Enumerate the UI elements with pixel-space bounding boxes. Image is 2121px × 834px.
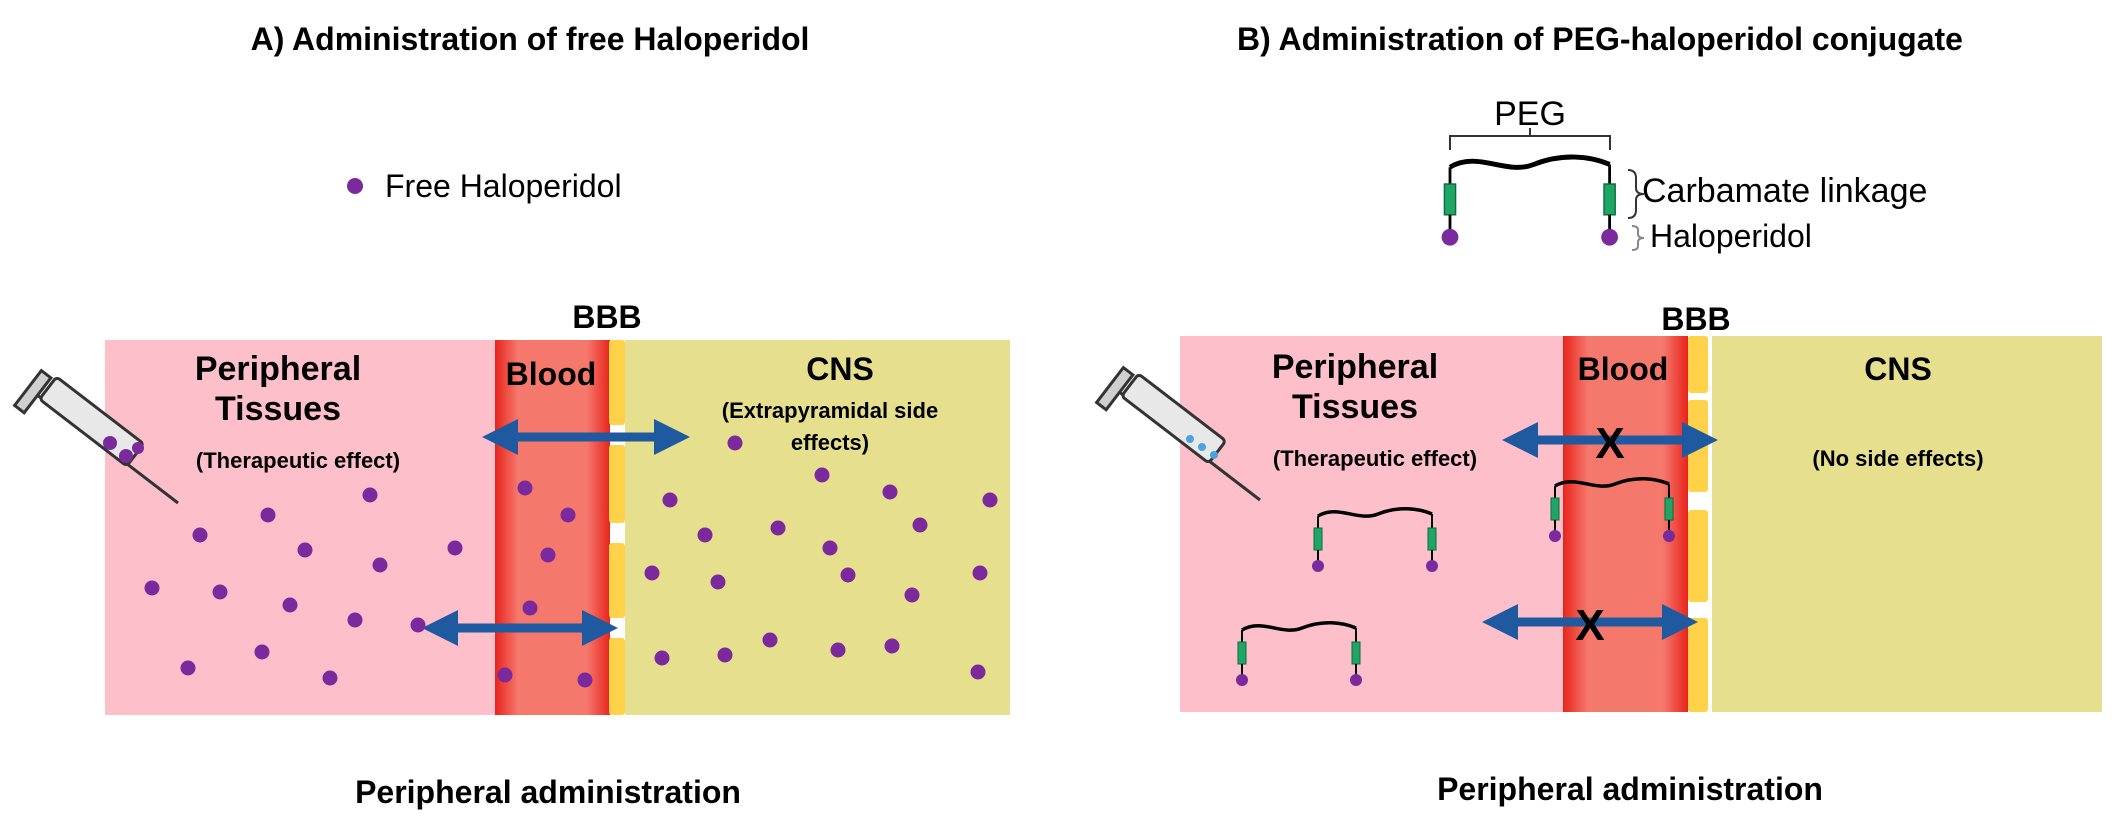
haloperidol-molecule	[727, 435, 743, 451]
haloperidol-molecule	[447, 540, 463, 556]
haloperidol-molecule	[972, 565, 988, 581]
peg-label: PEG	[1494, 95, 1566, 133]
haloperidol-molecule	[904, 587, 920, 603]
blood-region-a	[495, 340, 610, 715]
haloperidol-label: Haloperidol	[1650, 218, 1812, 254]
peg-conjugate-legend: PEG Carbamate linkage Haloperidol	[1442, 95, 1927, 254]
haloperidol-molecule	[654, 650, 670, 666]
haloperidol-molecule	[522, 600, 538, 616]
caption-a: Peripheral administration	[355, 774, 741, 810]
peg-bracket	[1449, 128, 1611, 150]
haloperidol-molecule	[180, 660, 196, 676]
bbb-cell	[1688, 400, 1708, 492]
haloperidol-molecule	[982, 492, 998, 508]
haloperidol-molecule	[497, 667, 513, 683]
haloperidol-brace	[1631, 225, 1645, 251]
bbb-cells-a	[609, 340, 625, 715]
haloperidol-molecule	[912, 517, 928, 533]
peripheral-label-a: Peripheral	[195, 350, 361, 388]
panel-b: B) Administration of PEG-haloperidol con…	[1095, 21, 2102, 807]
haloperidol-molecule	[710, 574, 726, 590]
cns-effect-label-a-line1: (Extrapyramidal side	[722, 398, 938, 423]
haloperidol-molecule	[260, 507, 276, 523]
blocked-mark-top: X	[1595, 419, 1624, 468]
haloperidol-molecule	[822, 540, 838, 556]
bbb-cell	[609, 543, 625, 618]
panel-b-title: B) Administration of PEG-haloperidol con…	[1237, 21, 1963, 57]
haloperidol-dots-a	[144, 435, 998, 688]
haloperidol-molecule	[560, 507, 576, 523]
haloperidol-molecule	[297, 542, 313, 558]
blood-label-a: Blood	[506, 356, 597, 392]
carbamate-label: Carbamate linkage	[1642, 172, 1927, 210]
bbb-cell	[1688, 618, 1708, 712]
haloperidol-molecule	[322, 670, 338, 686]
haloperidol-molecule	[517, 480, 533, 496]
cns-label-b: CNS	[1864, 351, 1932, 387]
haloperidol-molecule	[282, 597, 298, 613]
bbb-label-a: BBB	[572, 299, 641, 335]
bbb-cells-b	[1688, 336, 1708, 712]
haloperidol-molecule	[410, 617, 426, 633]
haloperidol-molecule	[662, 492, 678, 508]
haloperidol-molecule	[577, 672, 593, 688]
haloperidol-molecule	[212, 584, 228, 600]
haloperidol-molecule	[830, 642, 846, 658]
tissues-label-a: Tissues	[215, 390, 341, 428]
haloperidol-molecule	[884, 638, 900, 654]
blocked-mark-bottom: X	[1575, 601, 1604, 650]
cns-region-a	[625, 340, 1010, 715]
haloperidol-molecule	[144, 580, 160, 596]
panel-a-title: A) Administration of free Haloperidol	[251, 21, 810, 57]
haloperidol-molecule	[362, 487, 378, 503]
legend-free-haloperidol: Free Haloperidol	[385, 168, 622, 204]
blood-region-b	[1563, 336, 1688, 712]
haloperidol-molecule	[540, 547, 556, 563]
caption-b: Peripheral administration	[1437, 771, 1823, 807]
therapeutic-effect-label-a: (Therapeutic effect)	[196, 448, 400, 473]
carbamate-brace	[1627, 169, 1645, 219]
peg-conjugate-icon	[1442, 157, 1618, 246]
haloperidol-molecule	[644, 565, 660, 581]
haloperidol-molecule	[970, 664, 986, 680]
haloperidol-molecule	[882, 484, 898, 500]
haloperidol-molecule	[717, 647, 733, 663]
legend-dot	[347, 178, 363, 194]
syringe-a	[13, 369, 180, 505]
therapeutic-effect-label-b: (Therapeutic effect)	[1273, 446, 1477, 471]
haloperidol-molecule	[372, 557, 388, 573]
cns-effect-label-a-line2: effects)	[791, 430, 869, 455]
bbb-cell	[609, 340, 625, 425]
haloperidol-molecule	[814, 467, 830, 483]
bbb-cell	[1688, 510, 1708, 602]
bbb-cell	[1688, 336, 1708, 393]
haloperidol-molecule	[762, 632, 778, 648]
haloperidol-molecule	[254, 644, 270, 660]
peripheral-tissue-region-a	[105, 340, 495, 715]
haloperidol-molecule	[697, 527, 713, 543]
panel-a: A) Administration of free Haloperidol Fr…	[13, 21, 1010, 810]
cns-region-b	[1712, 336, 2102, 712]
haloperidol-molecule	[840, 567, 856, 583]
syringe-b	[1095, 366, 1262, 502]
haloperidol-molecule	[347, 612, 363, 628]
haloperidol-molecule	[770, 520, 786, 536]
cns-effect-label-b: (No side effects)	[1812, 446, 1983, 471]
cns-label-a: CNS	[806, 351, 874, 387]
tissues-label-b: Tissues	[1292, 388, 1418, 426]
bbb-label-b: BBB	[1661, 301, 1730, 337]
blood-label-b: Blood	[1578, 351, 1669, 387]
haloperidol-molecule	[192, 527, 208, 543]
bbb-cell	[609, 638, 625, 715]
peripheral-label-b: Peripheral	[1272, 348, 1438, 386]
bbb-cell	[609, 445, 625, 523]
